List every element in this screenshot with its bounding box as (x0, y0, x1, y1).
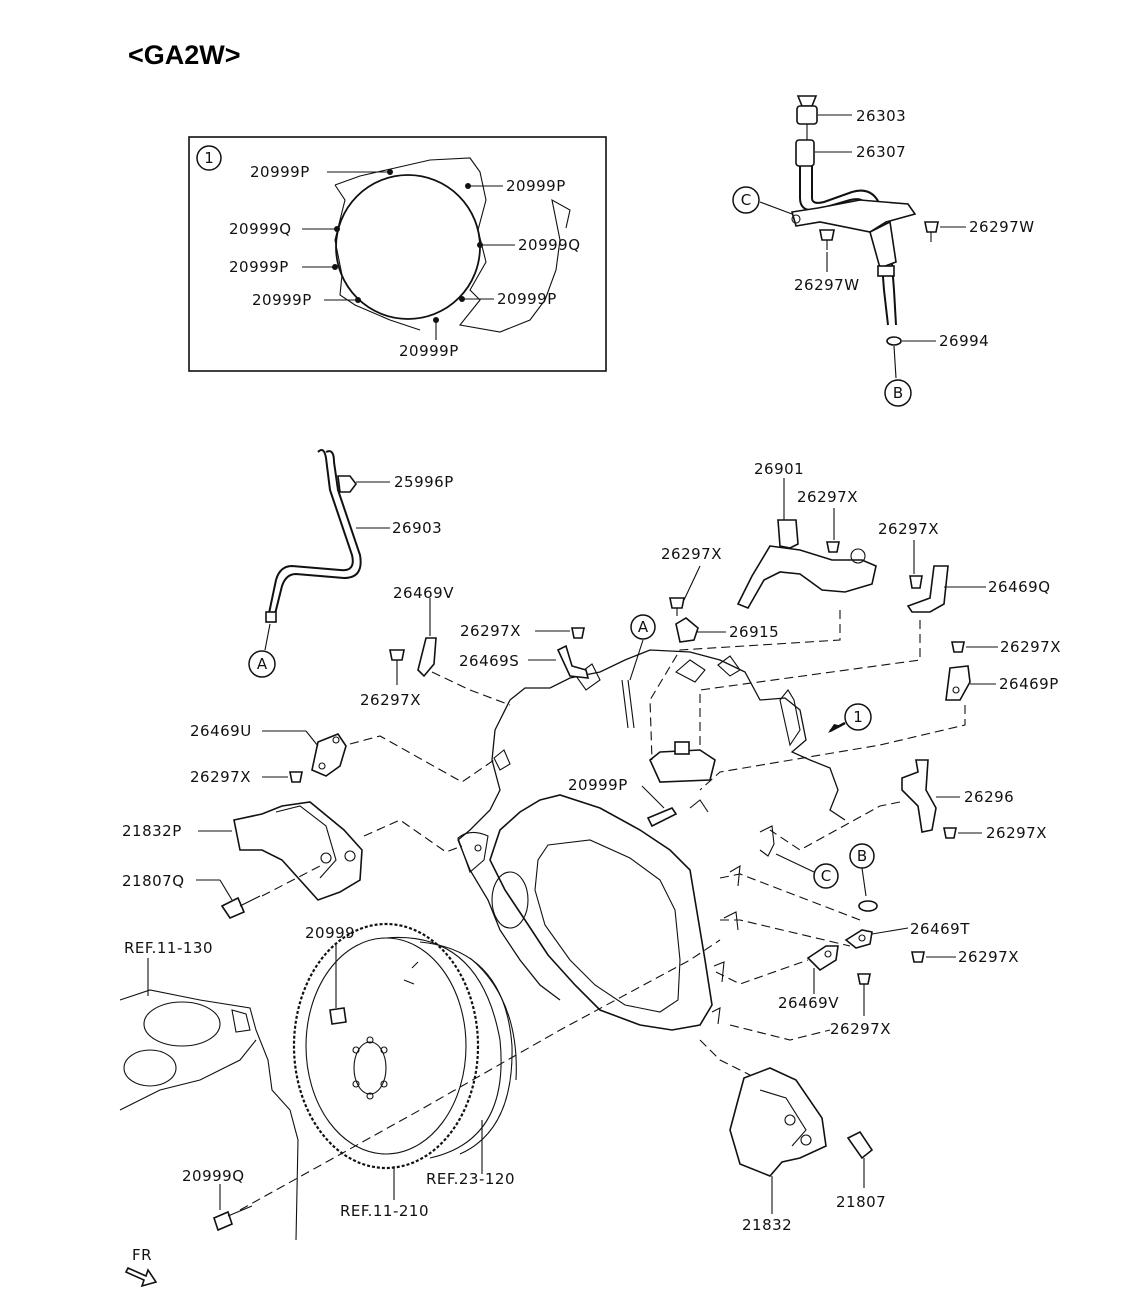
label-26297W-left: 26297W (794, 276, 860, 294)
label-26469Q: 26469Q (988, 578, 1051, 596)
label-26307: 26307 (856, 143, 906, 161)
label-20999: 20999 (305, 924, 355, 942)
label-26903: 26903 (392, 519, 442, 537)
label-26469S: 26469S (459, 652, 519, 670)
marker-a-hose: A (257, 655, 268, 673)
label-26297X-a: 26297X (797, 488, 858, 506)
inset-label-bottom-left: 20999P (252, 291, 312, 309)
label-26469P: 26469P (999, 675, 1059, 693)
dipstick-marker-b: B (893, 384, 903, 402)
label-26469V-bot: 26469V (778, 994, 839, 1012)
dipstick-assembly: C B 26303 26307 26297W 26297W 26994 (732, 95, 1035, 407)
inset-label-top-left: 20999P (250, 163, 310, 181)
label-26469V-top: 26469V (393, 584, 454, 602)
label-26297X-e: 26297X (360, 691, 421, 709)
label-26297X-c: 26297X (661, 545, 722, 563)
inset-marker: 1 (204, 149, 214, 167)
label-26297X-j: 26297X (830, 1020, 891, 1038)
label-fr: FR (132, 1246, 152, 1264)
label-26915: 26915 (729, 623, 779, 641)
diagram-title: <GA2W> (128, 40, 241, 70)
dipstick-marker-c: C (741, 191, 751, 209)
label-25996P: 25996P (394, 473, 454, 491)
inset-label-bottom-right: 20999P (497, 290, 557, 308)
label-26303: 26303 (856, 107, 906, 125)
label-26297X-b: 26297X (878, 520, 939, 538)
label-26297X-i: 26297X (958, 948, 1019, 966)
label-ref-11-130: REF.11-130 (124, 939, 213, 957)
label-21807Q: 21807Q (122, 872, 185, 890)
label-26901: 26901 (754, 460, 804, 478)
label-26297X-f: 26297X (1000, 638, 1061, 656)
label-26297X-h: 26297X (986, 824, 1047, 842)
marker-ref-1: 1 (853, 708, 863, 726)
inset-label-left-q: 20999Q (229, 220, 292, 238)
label-21807: 21807 (836, 1193, 886, 1211)
marker-a-trans: A (638, 618, 649, 636)
label-26994: 26994 (939, 332, 989, 350)
marker-b-lower: B (857, 847, 867, 865)
label-ref-11-210: REF.11-210 (340, 1202, 429, 1220)
label-21832: 21832 (742, 1216, 792, 1234)
label-26296: 26296 (964, 788, 1014, 806)
label-26469U: 26469U (190, 722, 252, 740)
inset-label-bottom: 20999P (399, 342, 459, 360)
label-26297X-d: 26297X (460, 622, 521, 640)
main-assembly: A 25996P 26903 26901 26297X (119, 449, 1061, 1288)
marker-c-lower: C (821, 867, 831, 885)
label-26297W-right: 26297W (969, 218, 1035, 236)
inset-label-right-q: 20999Q (518, 236, 581, 254)
label-ref-23-120: REF.23-120 (426, 1170, 515, 1188)
inset-label-left-p: 20999P (229, 258, 289, 276)
label-20999P-mid: 20999P (568, 776, 628, 794)
inset-label-top-right: 20999P (506, 177, 566, 195)
label-26297X-g: 26297X (190, 768, 251, 786)
inset-detail: 1 20999P 20999P 20999Q 20999Q 20999P 209… (188, 136, 607, 372)
label-20999Q: 20999Q (182, 1167, 245, 1185)
label-26469T: 26469T (910, 920, 970, 938)
label-21832P: 21832P (122, 822, 182, 840)
